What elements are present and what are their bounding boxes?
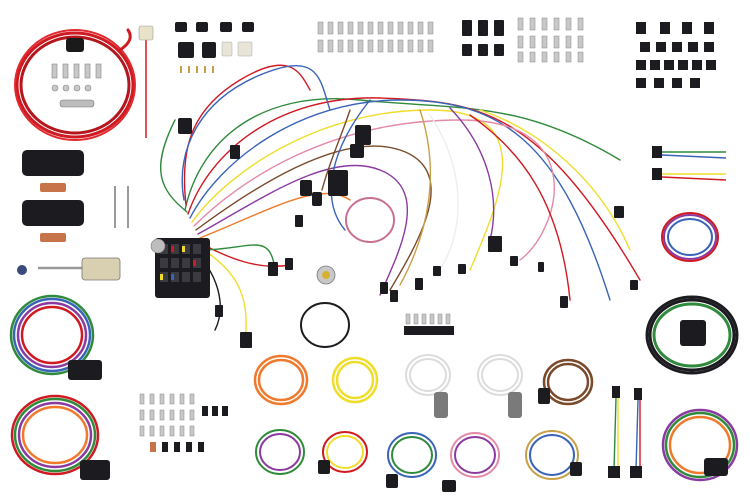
- multicolor-coil-left-1: [9, 294, 95, 376]
- ground-strap: [59, 99, 95, 108]
- green-coil-connector: [704, 458, 728, 476]
- bottom-right-pigtails: [608, 386, 642, 478]
- red-coil-plug: [318, 460, 330, 474]
- red-coil-bottom: [322, 431, 368, 473]
- terminal-grid-bottom: [139, 393, 195, 437]
- battery-cable-coil: [14, 28, 136, 141]
- left-coil-connector-2: [80, 460, 110, 480]
- white-coil-1-plug: [434, 392, 448, 418]
- brown-coil: [542, 358, 594, 406]
- pink-coil-bottom: [450, 432, 500, 478]
- black-coil-connector: [680, 320, 706, 346]
- black-connectors-top-right: [462, 20, 504, 56]
- spade-terminals: [517, 17, 584, 63]
- left-coil-connector-1: [68, 360, 102, 380]
- tan-coil-plug: [570, 462, 582, 476]
- brass-pins: [180, 66, 214, 73]
- white-coil-1: [405, 354, 451, 396]
- ignition-switch: [316, 265, 336, 285]
- maxi-fuse-holder-1: [22, 150, 84, 192]
- main-harness-wires: [160, 64, 641, 341]
- terminal-strip-center: [404, 313, 454, 335]
- black-connector-set: [175, 22, 254, 58]
- green-coil-bottom-right: [661, 408, 739, 482]
- pink-coil-plug: [442, 480, 456, 492]
- purple-coil-right: [661, 212, 719, 262]
- white-coil-2-plug: [508, 392, 522, 418]
- mounting-bolts: [114, 186, 129, 228]
- orange-coil: [253, 354, 309, 406]
- battery-cable-boot: [66, 38, 84, 52]
- terminal-strip-top-center: [317, 21, 434, 53]
- black-coil-right: [645, 295, 739, 375]
- black-wire-loop: [300, 302, 350, 348]
- ring-terminals: [51, 63, 102, 92]
- right-pigtails: [652, 146, 727, 181]
- brown-coil-plug: [538, 388, 550, 404]
- blue-coil-plug: [386, 474, 398, 488]
- blue-coil-bottom: [387, 432, 437, 478]
- green-coil-bottom: [255, 429, 305, 475]
- maxi-fuse-holder-2: [22, 200, 84, 242]
- tan-coil-bottom: [525, 430, 579, 480]
- headlight-switch: [17, 257, 121, 281]
- yellow-coil: [331, 356, 379, 404]
- white-coil-2: [477, 354, 523, 396]
- fuse-block: [155, 238, 210, 298]
- black-plugs-far-right: [636, 22, 716, 88]
- harness-connectors: [178, 118, 638, 348]
- multicolor-coil-left-2: [10, 394, 100, 476]
- pink-wire-loop: [345, 197, 395, 243]
- red-lead-plug: [138, 25, 154, 41]
- black-terminal-caps: [150, 406, 228, 452]
- flasher-can: [150, 238, 166, 254]
